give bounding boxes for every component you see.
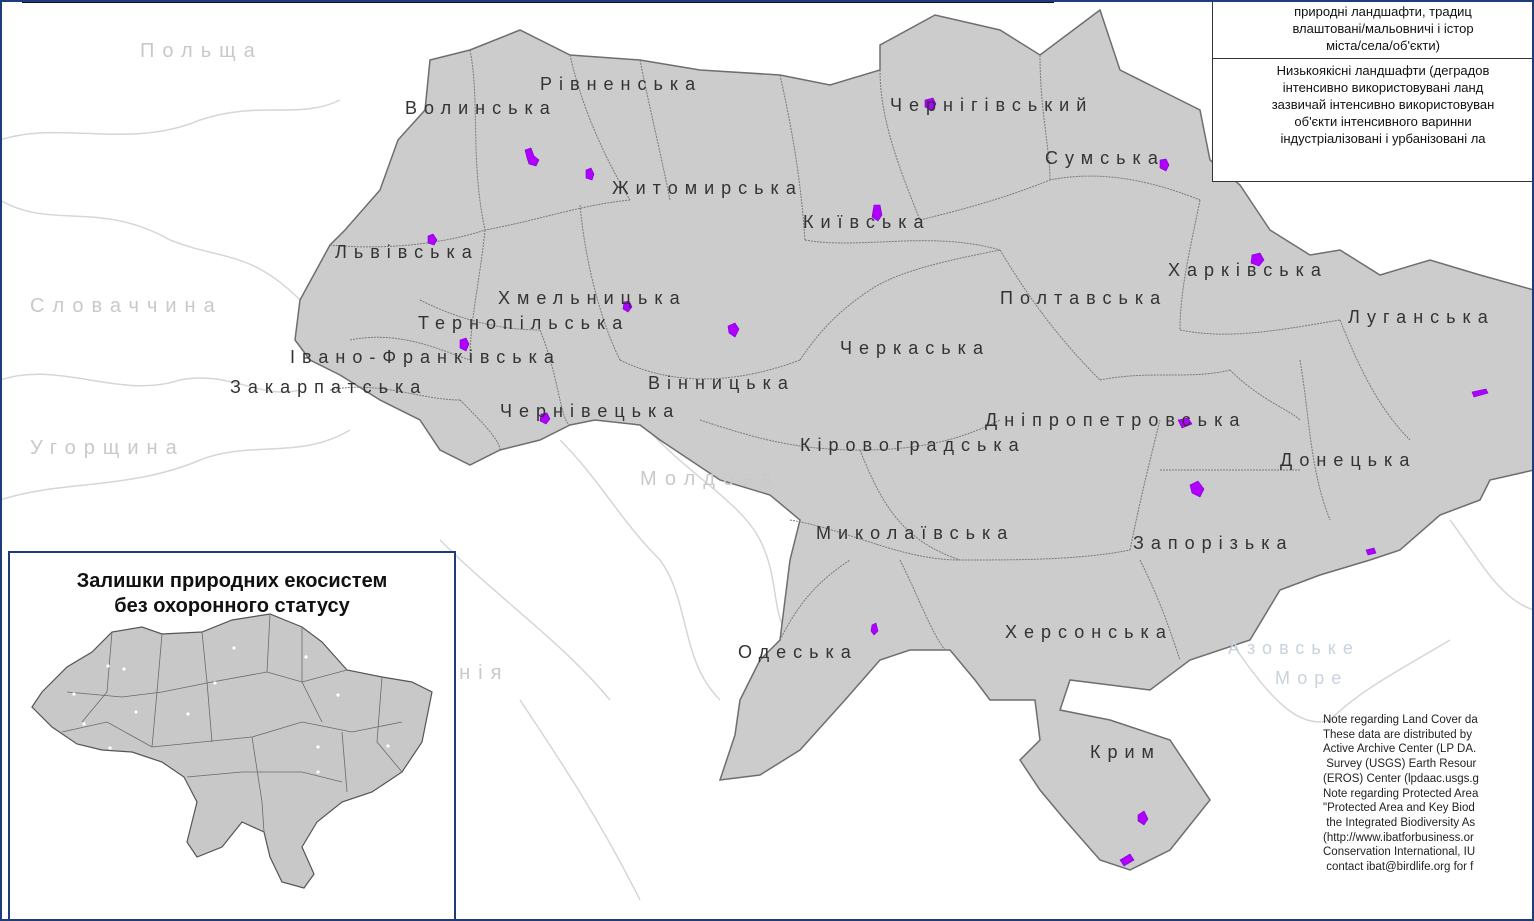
region-label-donetska: Донецька xyxy=(1280,450,1417,470)
note-line: contact ibat@birdlife.org for f xyxy=(1323,861,1474,874)
note-line: Note regarding Land Cover da xyxy=(1323,714,1478,726)
region-label-kyivska: Київська xyxy=(803,212,931,232)
legend-line: природні ландшафти, традиц xyxy=(1294,4,1472,19)
inset-map-panel: Залишки природних екосистем без охоронно… xyxy=(8,551,456,921)
region-label-poltavska: Полтавська xyxy=(1000,288,1168,308)
legend-line: влаштовані/мальовничі і істор xyxy=(1292,21,1474,36)
region-label-vinnytska: Вінницька xyxy=(648,373,795,393)
region-label-rivnenska: Рівненська xyxy=(540,74,703,94)
inset-title: Залишки природних екосистем без охоронно… xyxy=(10,569,454,619)
title-bar-edge xyxy=(22,0,1054,3)
note-line: Survey (USGS) Earth Resour xyxy=(1323,758,1477,771)
inset-title-line1: Залишки природних екосистем xyxy=(76,570,388,592)
legend-line: об'єкти інтенсивного варинни xyxy=(1294,114,1472,129)
region-label-lvivska: Львівська xyxy=(335,242,479,262)
legend-line: індустріалізовані і урбанізовані ла xyxy=(1280,131,1486,146)
legend-line: зазвичай інтенсивно використовуван xyxy=(1271,97,1495,112)
country-label-poland: Польща xyxy=(140,40,263,62)
inset-title-line2: без охоронного статусу xyxy=(114,595,350,617)
sea-label-azov-line2: Море xyxy=(1275,668,1349,688)
region-label-odeska: Одеська xyxy=(738,642,858,662)
region-label-zhytomyrska: Житомирська xyxy=(612,178,803,198)
note-line: the Integrated Biodiversity As xyxy=(1323,816,1476,829)
region-label-khersonska: Херсонська xyxy=(1005,622,1173,642)
note-line: These data are distributed by xyxy=(1323,728,1472,741)
note-line: Note regarding Protected Area xyxy=(1323,787,1479,800)
inset-map xyxy=(31,613,433,889)
sea-label-azov-line1: Азовське xyxy=(1228,638,1360,658)
region-label-dnipropetrovska: Дніпропетровська xyxy=(985,410,1247,430)
map-legend: природні ландшафти, традиц влаштовані/ма… xyxy=(1212,0,1534,182)
region-label-krym: Крим xyxy=(1090,742,1161,762)
region-label-luhanska: Луганська xyxy=(1348,307,1495,327)
ecosystem-remnants xyxy=(427,97,1489,867)
note-line: (http://www.ibatforbusiness.or xyxy=(1323,831,1474,844)
region-label-ternopilska: Тернопільська xyxy=(418,313,630,333)
data-source-note: Note regarding Land Cover da These data … xyxy=(1323,713,1534,875)
note-line: Active Archive Center (LP DA. xyxy=(1323,743,1477,756)
legend-line: міста/села/об'єкти) xyxy=(1326,38,1440,53)
legend-divider xyxy=(1213,58,1534,59)
region-label-zakarpatska: Закарпатська xyxy=(230,377,428,397)
note-line: Conservation International, IU xyxy=(1323,846,1476,859)
legend-line: інтенсивно використовувані ланд xyxy=(1282,80,1484,95)
country-label-slovakia: Словаччина xyxy=(30,295,223,317)
region-label-ivanofrankivska: Івано-Франківська xyxy=(290,347,561,367)
legend-line: Низькоякісні ландшафти (деградов xyxy=(1276,63,1490,78)
region-label-kirovohradska: Кіровоградська xyxy=(800,435,1026,455)
region-label-volynska: Волинська xyxy=(405,98,557,118)
region-label-chernihivska: Чернігівський xyxy=(890,95,1094,115)
region-label-khmelnytska: Хмельницька xyxy=(498,288,687,308)
region-label-mykolaivska: Миколаївська xyxy=(816,523,1015,543)
region-label-zaporizka: Запорізька xyxy=(1133,533,1294,553)
region-label-kharkivska: Харківська xyxy=(1168,260,1328,280)
note-line: (EROS) Center (lpdaac.usgs.g xyxy=(1323,772,1479,785)
region-label-chernivetska: Чернівецька xyxy=(500,401,681,421)
region-label-cherkaska: Черкаська xyxy=(840,338,990,358)
country-label-moldova: Молдова xyxy=(640,468,780,490)
country-label-hungary: Угорщина xyxy=(30,437,185,459)
note-line: "Protected Area and Key Biod xyxy=(1323,802,1475,815)
region-label-sumska: Сумська xyxy=(1045,148,1165,168)
